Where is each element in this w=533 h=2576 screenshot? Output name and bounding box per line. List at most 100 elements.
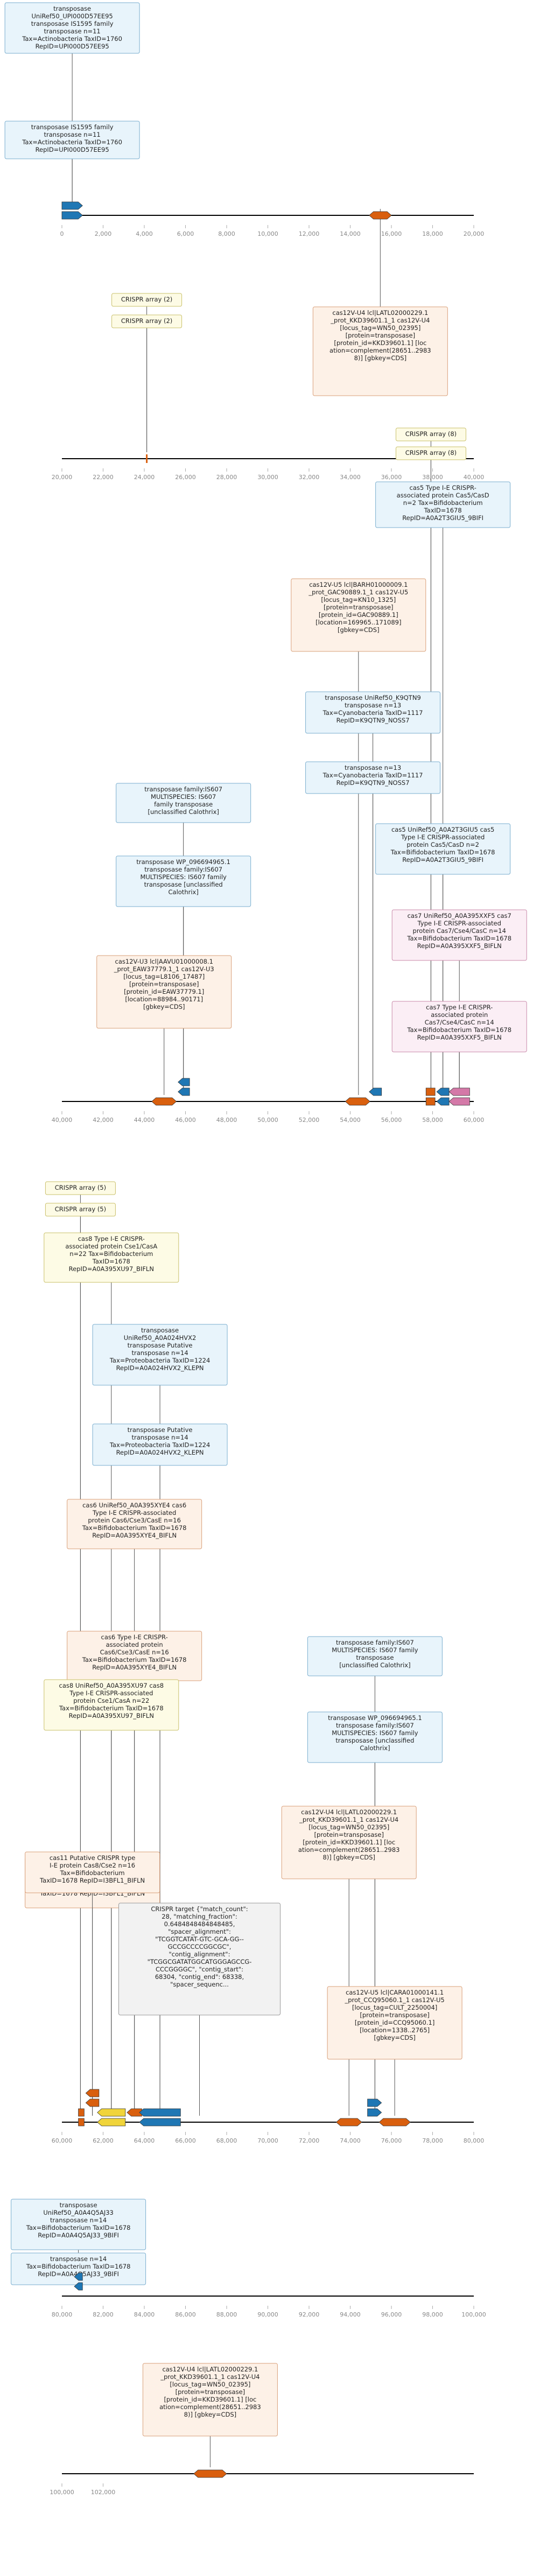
tick-label: 96,000 bbox=[381, 2311, 402, 2318]
annotation-text: CRISPR target {"match_count":28, "matchi… bbox=[148, 1905, 252, 1988]
annotation-box bbox=[395, 427, 466, 441]
tick-label: 88,000 bbox=[216, 2311, 237, 2318]
tick-label: 10,000 bbox=[257, 230, 278, 237]
annotation-box bbox=[307, 1636, 443, 1676]
gene-feature bbox=[78, 2108, 85, 2117]
tick-label: 68,000 bbox=[216, 2137, 237, 2144]
annotation-text: cas5 Type I-E CRISPR-associated protein … bbox=[397, 484, 489, 522]
annotation-text: CRISPR array (2) bbox=[121, 296, 172, 303]
gene-feature bbox=[335, 2118, 362, 2126]
gene-feature bbox=[61, 211, 83, 220]
tick-label: 28,000 bbox=[216, 474, 237, 481]
gene-feature bbox=[193, 2469, 227, 2478]
annotation-text: cas12V-U4 lcl|LATL02000229.1_prot_KKD396… bbox=[159, 2366, 261, 2418]
annotation-box bbox=[25, 1851, 160, 1893]
tick-label: 64,000 bbox=[134, 2137, 155, 2144]
annotation-box bbox=[44, 1232, 179, 1283]
tick-label: 72,000 bbox=[299, 2137, 320, 2144]
tick-label: 38,000 bbox=[422, 474, 443, 481]
tick-label: 102,000 bbox=[91, 2489, 116, 2496]
tick-label: 20,000 bbox=[52, 474, 73, 481]
annotation-text: cas12V-U4 lcl|LATL02000229.1_prot_KKD396… bbox=[298, 1808, 400, 1861]
tick-label: 100,000 bbox=[50, 2489, 74, 2496]
gene-feature bbox=[436, 1087, 450, 1096]
gene-feature bbox=[178, 1078, 190, 1086]
gene-feature bbox=[78, 2118, 85, 2126]
gene-feature bbox=[436, 1097, 450, 1106]
annotation-box bbox=[327, 1986, 462, 2060]
annotation-box bbox=[4, 2, 140, 54]
tick-label: 90,000 bbox=[257, 2311, 278, 2318]
tick-label: 12,000 bbox=[299, 230, 320, 237]
tick-label: 98,000 bbox=[422, 2311, 443, 2318]
tick-label: 94,000 bbox=[340, 2311, 361, 2318]
annotation-box bbox=[45, 1203, 116, 1217]
tick-label: 84,000 bbox=[134, 2311, 155, 2318]
gene-feature bbox=[369, 211, 392, 220]
tick-label: 0 bbox=[60, 230, 64, 237]
annotation-box bbox=[45, 1181, 116, 1195]
tick-label: 54,000 bbox=[340, 1117, 361, 1124]
tick-label: 20,000 bbox=[464, 230, 485, 237]
annotation-box bbox=[391, 909, 527, 961]
gene-feature bbox=[378, 2118, 411, 2126]
tick-label: 2,000 bbox=[95, 230, 112, 237]
annotation-text: cas8 Type I-E CRISPR-associated protein … bbox=[65, 1235, 157, 1273]
tick-label: 34,000 bbox=[340, 474, 361, 481]
annotation-box bbox=[111, 314, 183, 328]
tick-label: 26,000 bbox=[175, 474, 196, 481]
annotation-box bbox=[116, 783, 251, 823]
gene-feature bbox=[85, 2098, 100, 2107]
tick-label: 52,000 bbox=[299, 1117, 320, 1124]
annotation-box bbox=[111, 293, 183, 307]
gene-feature bbox=[97, 2108, 126, 2117]
tick-label: 70,000 bbox=[257, 2137, 278, 2144]
tick-label: 80,000 bbox=[52, 2311, 73, 2318]
gene-feature bbox=[151, 1097, 177, 1106]
annotation-box bbox=[96, 955, 232, 1029]
tick-label: 56,000 bbox=[381, 1117, 402, 1124]
tick-label: 32,000 bbox=[299, 474, 320, 481]
tick-label: 78,000 bbox=[422, 2137, 443, 2144]
annotation-text: cas12V-U5 lcl|CARA01000141.1_prot_CCQ950… bbox=[344, 1989, 444, 2041]
gene-feature bbox=[367, 2108, 382, 2117]
tick-label: 40,000 bbox=[464, 474, 485, 481]
gene-feature bbox=[74, 2272, 83, 2281]
annotation-box bbox=[116, 855, 251, 907]
gene-feature bbox=[425, 1087, 436, 1096]
annotation-text: CRISPR array (5) bbox=[55, 1184, 106, 1191]
gene-feature bbox=[367, 2098, 382, 2107]
annotation-box bbox=[312, 306, 448, 396]
tick-label: 66,000 bbox=[175, 2137, 196, 2144]
tick-label: 4,000 bbox=[136, 230, 153, 237]
gene-feature bbox=[85, 2089, 100, 2097]
tick-label: 40,000 bbox=[52, 1117, 73, 1124]
tick-label: 18,000 bbox=[422, 230, 443, 237]
annotation-box bbox=[92, 1324, 228, 1386]
annotation-box bbox=[44, 1679, 179, 1731]
annotation-box bbox=[118, 1903, 281, 2016]
tick-label: 60,000 bbox=[52, 2137, 73, 2144]
annotation-box bbox=[67, 1499, 202, 1549]
gene-feature bbox=[97, 2118, 126, 2126]
annotation-box bbox=[92, 1423, 228, 1466]
annotation-text: CRISPR array (5) bbox=[55, 1205, 106, 1213]
